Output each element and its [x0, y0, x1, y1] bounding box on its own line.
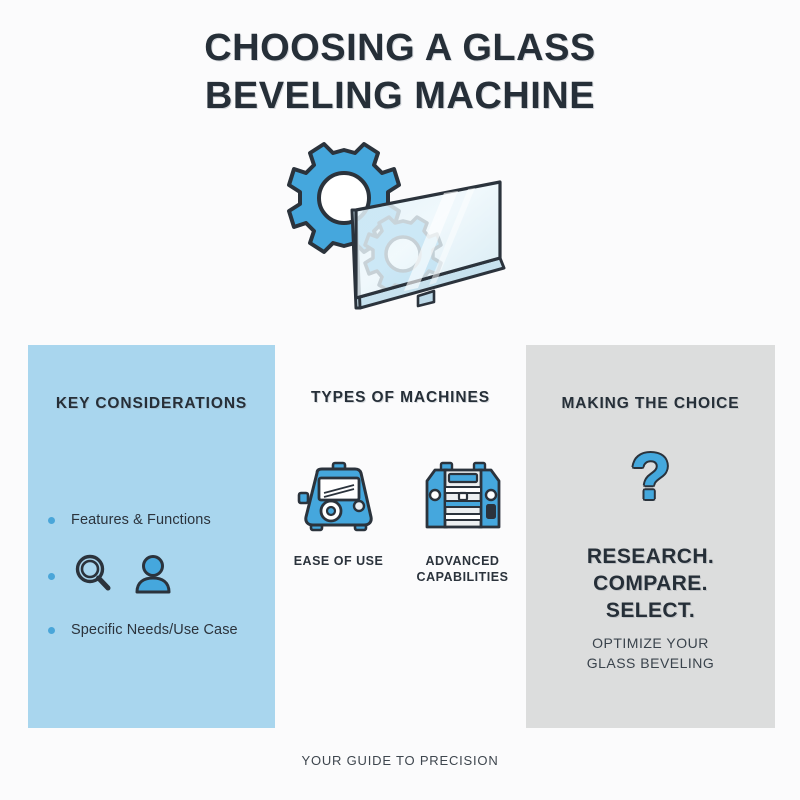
list-item-label: Features & Functions [71, 512, 211, 528]
panel-making-the-choice: MAKING THE CHOICE ? RESEARCH. COMPARE. S… [526, 345, 775, 728]
machine-type-advanced-capabilities: ADVANCED CAPABILITIES [417, 457, 509, 585]
bullet-dot-icon [48, 516, 55, 524]
question-mark-icon: ? [630, 439, 671, 513]
simple-machine-icon [297, 457, 381, 537]
panel-heading-types-of-machines: TYPES OF MACHINES [311, 389, 490, 406]
list-item-label: Specific Needs/Use Case [71, 622, 238, 638]
cta-subtext: OPTIMIZE YOUR GLASS BEVELING [526, 633, 775, 673]
list-item: Specific Needs/Use Case [48, 615, 260, 645]
cta-line-1: RESEARCH. [586, 545, 715, 568]
machine-label: EASE OF USE [294, 553, 384, 569]
machine-label-line-2: CAPABILITIES [416, 570, 509, 584]
consideration-icon-group [71, 552, 173, 601]
bullet-dot-icon [48, 626, 55, 634]
panel-heading-making-the-choice: MAKING THE CHOICE [561, 395, 740, 412]
page-title-line-1: CHOOSING A GLASS [204, 27, 596, 69]
cta-text: RESEARCH. COMPARE. SELECT. [526, 543, 775, 624]
industrial-machine-icon [421, 457, 505, 537]
gears-and-glass-illustration [268, 136, 540, 332]
machine-type-group: EASE OF USE [290, 457, 511, 585]
user-icon [133, 552, 173, 601]
list-item [48, 549, 260, 603]
footer-tagline: YOUR GUIDE TO PRECISION [301, 753, 499, 768]
bullet-dot-icon [48, 572, 55, 580]
machine-label-line-1: EASE OF [293, 554, 353, 568]
panel-key-considerations: KEY CONSIDERATIONS Features & Functions [28, 345, 275, 728]
list-item: Features & Functions [48, 505, 260, 535]
cta-subtext-line-2: GLASS BEVELING [586, 655, 715, 671]
page-title-line-2: BEVELING MACHINE [204, 75, 596, 117]
panel-types-of-machines: TYPES OF MACHINES [290, 345, 511, 728]
machine-label-line-1: ADVANCED [425, 554, 500, 568]
glass-pane-illustration [350, 180, 506, 310]
page-title: CHOOSING A GLASS BEVELING MACHINE [0, 24, 800, 120]
key-considerations-list: Features & Functions [48, 505, 260, 659]
machine-label: ADVANCED CAPABILITIES [417, 553, 509, 585]
cta-subtext-line-1: OPTIMIZE YOUR [592, 635, 709, 651]
machine-label-line-2: USE [356, 554, 384, 568]
panel-heading-key-considerations: KEY CONSIDERATIONS [55, 395, 248, 412]
magnifier-icon [71, 552, 115, 601]
machine-type-ease-of-use: EASE OF USE [293, 457, 385, 585]
cta-line-3: SELECT. [605, 599, 696, 622]
cta-line-2: COMPARE. [593, 572, 708, 595]
